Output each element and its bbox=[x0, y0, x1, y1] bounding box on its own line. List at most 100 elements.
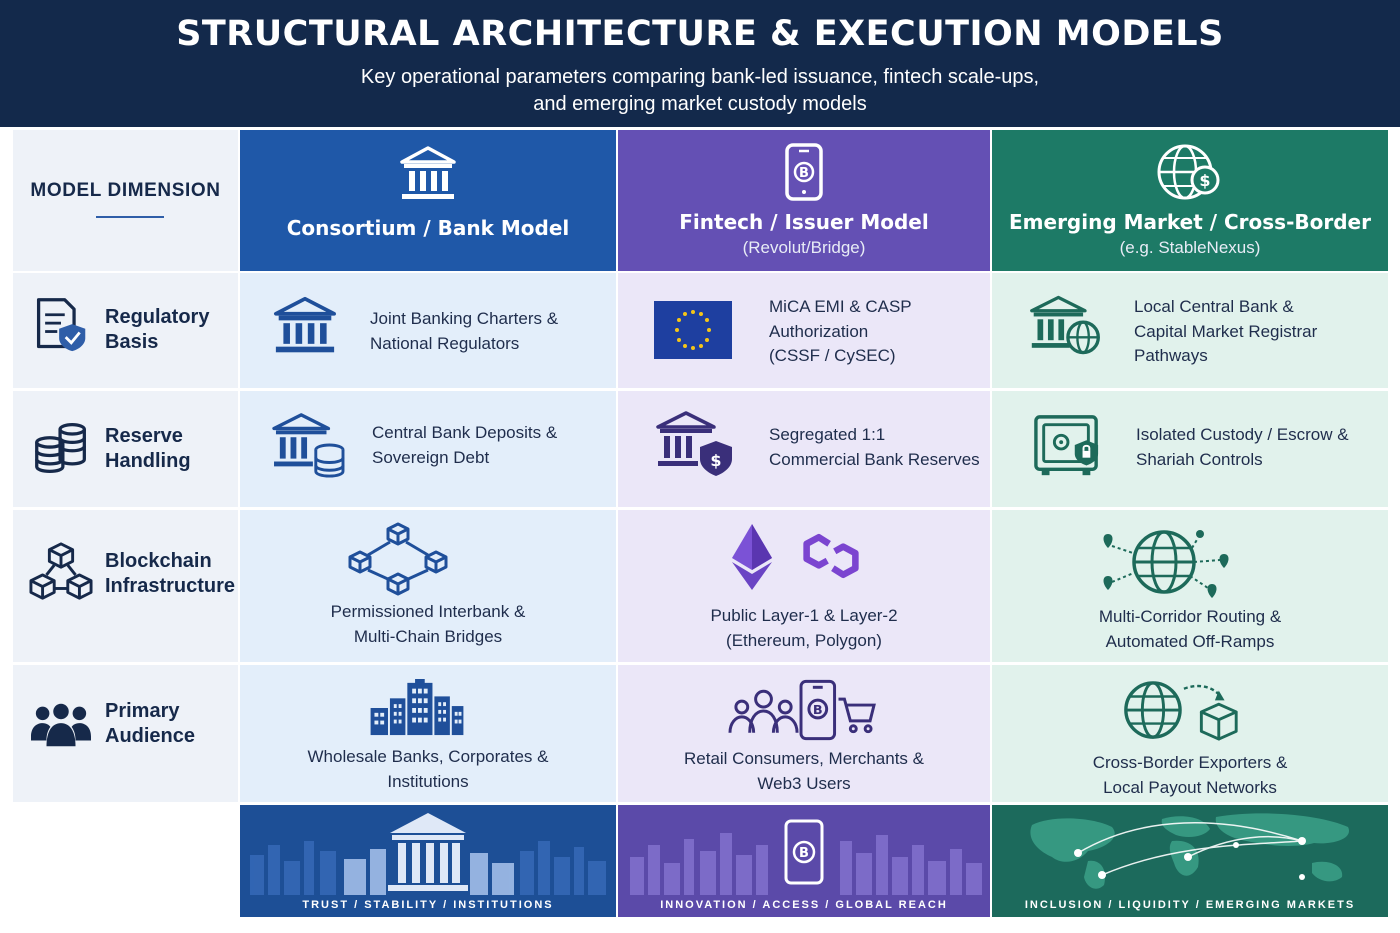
cell-text-line-2: Institutions bbox=[387, 771, 469, 791]
cell-text-line-2: Automated Off-Ramps bbox=[1105, 631, 1275, 651]
cell-regulatory-fintech: MiCA EMI & CASP Authorization (CSSF / Cy… bbox=[618, 273, 990, 388]
cell-reserve-fintech: $ Segregated 1:1 Commercial Bank Reserve… bbox=[618, 391, 990, 507]
cell-text-line-1: Local Central Bank & bbox=[1134, 297, 1294, 316]
cell-reserve-emerging: Isolated Custody / Escrow & Shariah Cont… bbox=[992, 391, 1388, 507]
row-label-line-1: Primary bbox=[105, 700, 180, 722]
model-dimension-label: MODEL DIMENSION bbox=[30, 180, 221, 201]
row-label-line-2: Basis bbox=[105, 331, 159, 353]
column-subtitle-fintech: (Revolut/Bridge) bbox=[742, 238, 866, 257]
footer-bank: TRUST / STABILITY / INSTITUTIONS bbox=[240, 805, 616, 917]
cell-text-line-1: Public Layer-1 & Layer-2 bbox=[710, 606, 898, 625]
coin-stack-icon bbox=[35, 423, 86, 473]
users-phone-cart-icon: B bbox=[728, 679, 876, 741]
document-shield-icon bbox=[36, 298, 86, 352]
cell-text-line-1: Central Bank Deposits & bbox=[372, 423, 558, 442]
cell-text-line-2: Local Payout Networks bbox=[1103, 777, 1277, 797]
svg-text:B: B bbox=[799, 846, 809, 861]
cell-text-line-2: National Regulators bbox=[370, 333, 520, 353]
cell-audience-emerging: Cross-Border Exporters & Local Payout Ne… bbox=[992, 665, 1388, 802]
row-label-line-2: Infrastructure bbox=[105, 575, 236, 597]
cell-text-line-2: Multi-Chain Bridges bbox=[353, 626, 503, 646]
column-header-fintech: B Fintech / Issuer Model (Revolut/Bridge… bbox=[618, 130, 990, 271]
footer-tagline-bank: TRUST / STABILITY / INSTITUTIONS bbox=[302, 899, 554, 911]
cell-text-line-2: Sovereign Debt bbox=[372, 447, 490, 467]
globe-package-icon bbox=[1124, 681, 1238, 741]
cell-regulatory-bank: Joint Banking Charters & National Regula… bbox=[240, 273, 616, 388]
cell-text-line-1: Permissioned Interbank & bbox=[330, 602, 526, 621]
cell-regulatory-emerging: Local Central Bank & Capital Market Regi… bbox=[992, 273, 1388, 388]
svg-text:$: $ bbox=[1199, 171, 1210, 190]
footer-tagline-emerging: INCLUSION / LIQUIDITY / EMERGING MARKETS bbox=[1024, 899, 1356, 911]
safe-lock-icon bbox=[1034, 415, 1099, 476]
cell-audience-bank: Wholesale Banks, Corporates & Institutio… bbox=[240, 665, 616, 802]
svg-text:$: $ bbox=[710, 451, 721, 470]
office-buildings-icon bbox=[370, 679, 464, 736]
world-map-routes-illustration bbox=[1030, 813, 1350, 889]
ethereum-icon bbox=[732, 524, 772, 590]
smartphone-bitcoin-icon: B bbox=[785, 143, 823, 201]
cell-blockchain-bank: Permissioned Interbank & Multi-Chain Bri… bbox=[240, 510, 616, 662]
column-header-bank: Consortium / Bank Model bbox=[240, 130, 616, 271]
page-subtitle: Key operational parameters comparing ban… bbox=[0, 64, 1400, 118]
bank-coins-icon bbox=[272, 413, 345, 478]
cell-text-line-3: (CSSF / CySEC) bbox=[769, 346, 896, 365]
globe-dollar-icon: $ bbox=[1157, 144, 1220, 200]
row-label-audience: Primary Audience bbox=[13, 665, 238, 802]
footer-fintech: B INNOVATION / ACCESS / GLOBAL REACH bbox=[618, 805, 990, 917]
cell-text-line-1: Wholesale Banks, Corporates & bbox=[307, 747, 549, 766]
column-title-emerging: Emerging Market / Cross-Border bbox=[1009, 210, 1371, 234]
cell-text-line-1: Joint Banking Charters & bbox=[370, 309, 559, 328]
row-label-reserve: Reserve Handling bbox=[13, 391, 238, 507]
cell-text-line-1: Segregated 1:1 bbox=[769, 425, 886, 444]
row-label-line-1: Blockchain bbox=[105, 550, 212, 572]
cell-blockchain-fintech: Public Layer-1 & Layer-2 (Ethereum, Poly… bbox=[618, 510, 990, 662]
footer-emerging: INCLUSION / LIQUIDITY / EMERGING MARKETS bbox=[992, 805, 1388, 917]
cell-blockchain-emerging: Multi-Corridor Routing & Automated Off-R… bbox=[992, 510, 1388, 662]
cell-text-line-2: Web3 Users bbox=[757, 773, 851, 793]
cell-text-line-1: Isolated Custody / Escrow & bbox=[1136, 425, 1349, 444]
bank-globe-icon bbox=[1030, 295, 1100, 355]
page-title: STRUCTURAL ARCHITECTURE & EXECUTION MODE… bbox=[176, 14, 1224, 54]
cell-text-line-1: MiCA EMI & CASP bbox=[769, 297, 912, 316]
subtitle-line-1: Key operational parameters comparing ban… bbox=[360, 66, 1040, 88]
column-subtitle-emerging: (e.g. StableNexus) bbox=[1119, 238, 1261, 257]
cell-audience-fintech: B Retail Consumers, Merchants & Web3 Use… bbox=[618, 665, 990, 802]
bank-shield-dollar-icon: $ bbox=[656, 411, 732, 476]
city-skyline-phone-illustration: B bbox=[630, 819, 982, 895]
cell-text-line-2: Commercial Bank Reserves bbox=[769, 449, 980, 469]
polygon-icon bbox=[803, 533, 859, 579]
cell-text-line-2: (Ethereum, Polygon) bbox=[726, 630, 882, 650]
column-title-bank: Consortium / Bank Model bbox=[286, 216, 570, 240]
row-label-line-2: Handling bbox=[105, 450, 191, 472]
cell-text-line-2: Shariah Controls bbox=[1136, 449, 1263, 469]
eu-flag-icon bbox=[654, 301, 732, 359]
blocks-network-icon bbox=[348, 522, 448, 596]
cell-reserve-bank: Central Bank Deposits & Sovereign Debt bbox=[240, 391, 616, 507]
cell-text-line-2: Capital Market Registrar bbox=[1134, 321, 1318, 341]
subtitle-line-2: and emerging market custody models bbox=[533, 93, 867, 115]
cell-text-line-2: Authorization bbox=[769, 321, 869, 341]
blocks-network-icon bbox=[29, 542, 93, 600]
svg-text:B: B bbox=[799, 166, 809, 181]
row-label-regulatory: Regulatory Basis bbox=[13, 273, 238, 388]
globe-routing-icon bbox=[1103, 530, 1229, 598]
people-group-icon bbox=[31, 703, 91, 747]
cell-text-line-1: Retail Consumers, Merchants & bbox=[684, 749, 924, 768]
bank-icon bbox=[400, 146, 456, 199]
cell-text-line-3: Pathways bbox=[1134, 346, 1208, 365]
column-title-fintech: Fintech / Issuer Model bbox=[679, 210, 929, 234]
row-label-line-1: Regulatory bbox=[105, 306, 210, 328]
svg-text:B: B bbox=[813, 703, 823, 718]
column-header-emerging: $ Emerging Market / Cross-Border (e.g. S… bbox=[992, 130, 1388, 271]
row-label-line-2: Audience bbox=[105, 725, 196, 747]
cell-text-line-1: Cross-Border Exporters & bbox=[1092, 753, 1288, 772]
row-label-line-1: Reserve bbox=[105, 425, 183, 447]
cell-text-line-1: Multi-Corridor Routing & bbox=[1098, 607, 1282, 626]
page-header: STRUCTURAL ARCHITECTURE & EXECUTION MODE… bbox=[0, 0, 1400, 127]
bank-icon bbox=[274, 296, 336, 353]
city-skyline-bank-illustration bbox=[250, 813, 606, 895]
footer-tagline-fintech: INNOVATION / ACCESS / GLOBAL REACH bbox=[660, 899, 948, 911]
divider bbox=[96, 216, 164, 218]
model-dimension-header: MODEL DIMENSION bbox=[13, 130, 238, 271]
row-label-blockchain: Blockchain Infrastructure bbox=[13, 510, 238, 662]
